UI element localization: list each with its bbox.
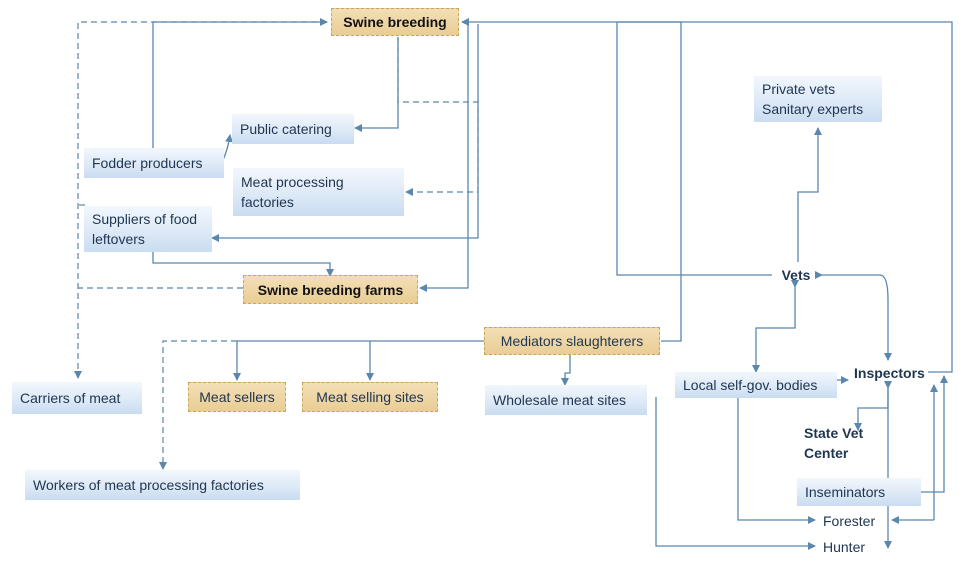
forester-label: Forester (823, 513, 876, 529)
dashed-swine-breeding-to-carriers (74, 21, 327, 379)
dashed-swine-breeding-to-meat-processing (397, 37, 479, 196)
line-inspectors-to-swine-breeding (617, 21, 953, 373)
line-swine-breeding-to-suppliers (211, 24, 479, 242)
meat-processing-factories-box: Meat processing factories (233, 168, 404, 216)
inspectors-label: Inspectors (854, 365, 925, 381)
local-self-gov-bodies-box: Local self-gov. bodies (675, 372, 837, 398)
line-local-gov-to-forester (737, 397, 816, 524)
line-local-gov-to-hunter (655, 397, 816, 550)
swine-breeding-box: Swine breeding (331, 8, 459, 36)
private-vets-box: Private vets Sanitary experts (754, 76, 882, 122)
fodder-producers-box: Fodder producers (84, 148, 224, 178)
workers-of-meat-processing-factories-box: Workers of meat processing factories (25, 470, 300, 500)
line-inseminators-to-inspectors (920, 375, 948, 493)
wholesale-meat-sites-box: Wholesale meat sites (485, 385, 647, 415)
line-vets-inspectors (815, 271, 892, 361)
carriers-of-meat-box: Carriers of meat (12, 382, 142, 414)
inseminators-box: Inseminators (797, 478, 921, 506)
hunter-label: Hunter (823, 539, 866, 555)
line-mediators-to-sellers (233, 340, 485, 381)
public-catering-box: Public catering (232, 114, 354, 144)
vets-label: Vets (781, 267, 811, 283)
line-swine-breeding-to-public-catering (354, 37, 399, 132)
line-vets-to-swine-breeding (616, 22, 772, 276)
swine-breeding-farms-box: Swine breeding farms (243, 275, 418, 304)
line-vets-local-gov (752, 280, 799, 373)
line-vets-to-private-vets (797, 127, 822, 262)
line-mediators-to-wholesale (561, 355, 571, 386)
meat-sellers-box: Meat sellers (188, 382, 286, 412)
dashed-mediators-to-workers (159, 340, 237, 470)
state-vet-center-label: State Vet Center (804, 425, 864, 461)
line-swine-breeding-trunk-a (419, 24, 469, 292)
line-suppliers-to-farms (152, 252, 334, 277)
meat-selling-sites-box: Meat selling sites (302, 382, 438, 412)
line-mediators-to-swine-breeding (461, 18, 682, 342)
suppliers-of-food-leftovers-box: Suppliers of food leftovers (84, 206, 212, 252)
mediators-slaughterers-box: Mediators slaughterers (484, 327, 660, 355)
